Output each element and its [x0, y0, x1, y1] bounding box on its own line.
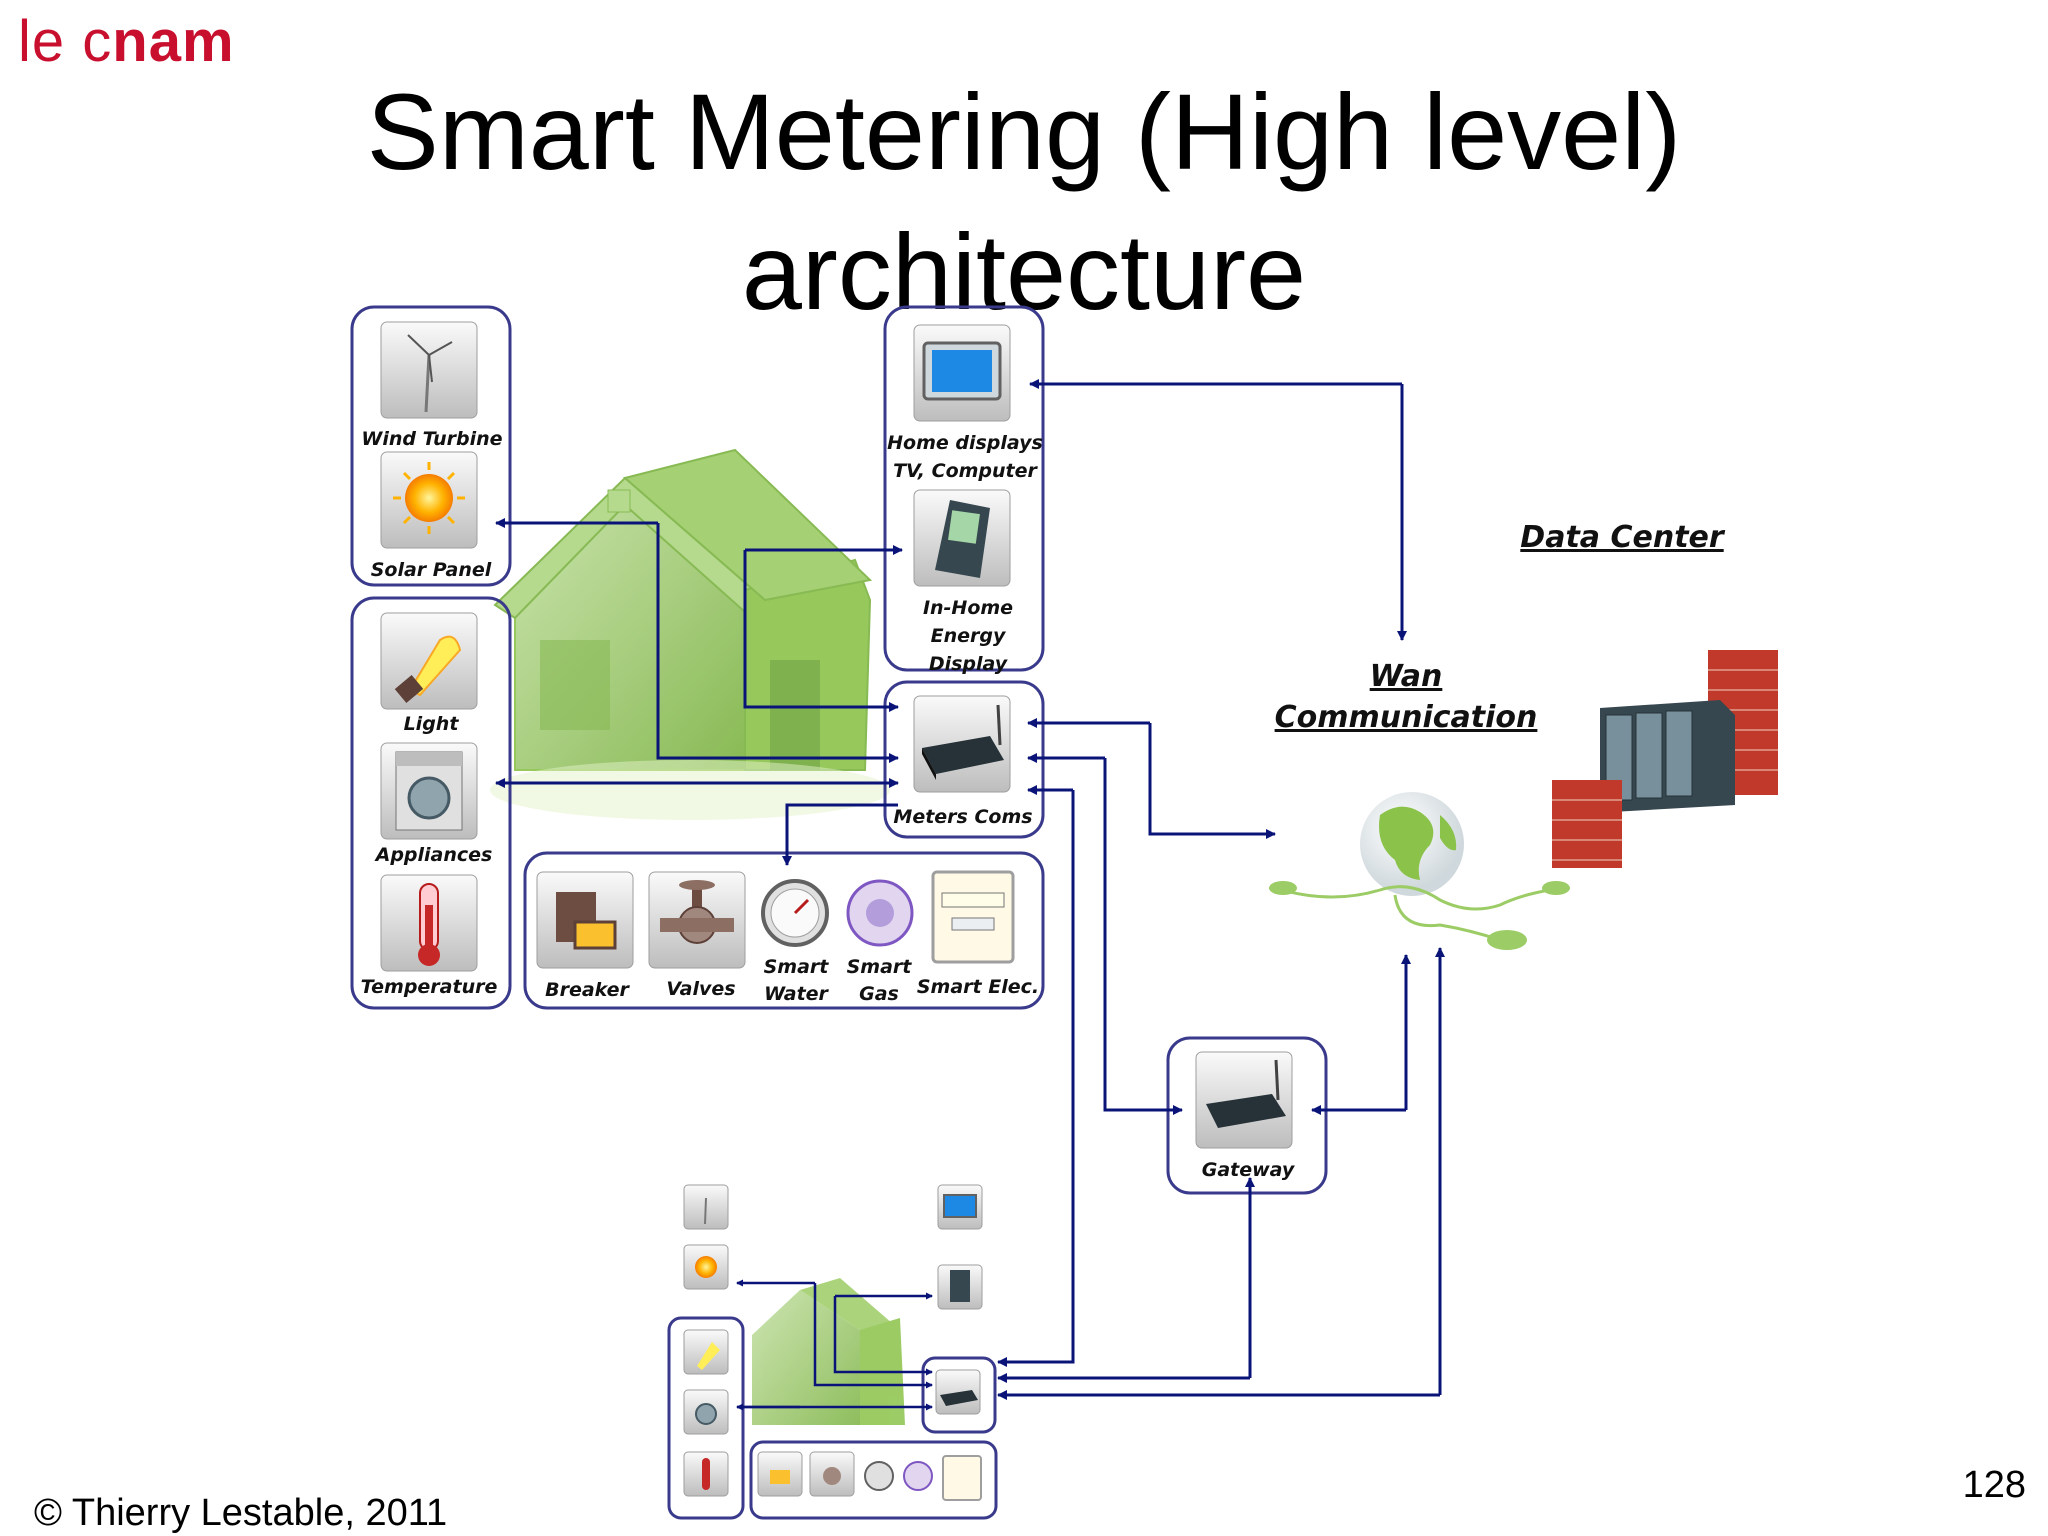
display-label: Display — [929, 653, 1009, 675]
wind-turbine-label: Wind Turbine — [361, 428, 502, 450]
slide-title: Smart Metering (High level) architecture — [0, 62, 2048, 342]
page-number: 128 — [1962, 1464, 2026, 1506]
home-displays-label: Home displays — [887, 432, 1043, 454]
tv-computer-label: TV, Computer — [893, 460, 1038, 482]
smart-gas-label-2: Gas — [859, 983, 899, 1005]
tv-display-icon — [913, 324, 1011, 422]
valve-icon — [648, 871, 746, 969]
meters-group: Breaker Valves Smart Water Smart Gas Sma… — [523, 851, 1045, 1010]
title-line-2: architecture — [741, 211, 1307, 332]
gateway-label: Gateway — [1202, 1159, 1296, 1181]
mini-connection-arrows — [736, 1279, 933, 1411]
gateway-box: Gateway — [1166, 1036, 1328, 1195]
wan-label-1: Wan — [1370, 659, 1443, 694]
smart-elec-label: Smart Elec. — [917, 976, 1039, 998]
solar-panel-icon — [380, 451, 478, 549]
cnam-logo: le cnam — [18, 8, 235, 75]
neighbor-house — [667, 1184, 998, 1520]
logo-light: le c — [18, 9, 113, 74]
smart-water-label-2: Water — [764, 983, 829, 1005]
breaker-icon — [536, 871, 634, 969]
mini-water-meter-icon — [864, 1461, 894, 1491]
thermometer-icon — [380, 874, 478, 972]
energy-display-icon — [913, 489, 1011, 587]
smart-water-label-1: Smart — [764, 956, 830, 978]
breaker-label: Breaker — [545, 979, 630, 1001]
meters-coms-label: Meters Coms — [893, 806, 1032, 828]
generation-group: Wind Turbine Solar Panel — [350, 305, 512, 587]
wind-turbine-icon — [380, 321, 478, 419]
copyright-footer: © Thierry Lestable, 2011 — [34, 1492, 448, 1534]
logo-bold: nam — [112, 9, 235, 74]
router-icon — [913, 695, 1011, 793]
electricity-meter-icon — [931, 870, 1015, 964]
wan-label-2: Communication — [1275, 700, 1538, 735]
washing-machine-icon — [380, 742, 478, 840]
mini-elec-meter-icon — [942, 1455, 982, 1501]
data-center-icon — [1552, 650, 1778, 868]
in-home-label: In-Home — [923, 597, 1013, 619]
energy-label: Energy — [931, 625, 1007, 647]
smart-gas-label-1: Smart — [847, 956, 913, 978]
light-bulb-icon — [380, 612, 478, 710]
solar-panel-label: Solar Panel — [371, 559, 492, 581]
light-label: Light — [404, 713, 460, 735]
display-group: Home displays TV, Computer In-Home Energ… — [883, 305, 1045, 675]
temperature-label: Temperature — [361, 976, 498, 998]
meters-coms-box: Meters Coms — [883, 680, 1045, 839]
mini-gas-meter-icon — [903, 1461, 933, 1491]
gateway-router-icon — [1195, 1051, 1293, 1149]
mini-router-icon — [935, 1369, 981, 1415]
valves-label: Valves — [666, 978, 735, 1000]
consumption-group: Light Appliances Temperature — [350, 596, 512, 1010]
house-illustration — [490, 448, 890, 820]
globe-icon — [1269, 792, 1570, 950]
connection-arrows — [495, 379, 1445, 1400]
title-line-1: Smart Metering (High level) — [366, 71, 1682, 192]
appliances-label: Appliances — [374, 844, 493, 866]
water-meter-icon — [761, 879, 829, 947]
gas-meter-icon — [846, 879, 914, 947]
data-center-label: Data Center — [1520, 520, 1726, 555]
